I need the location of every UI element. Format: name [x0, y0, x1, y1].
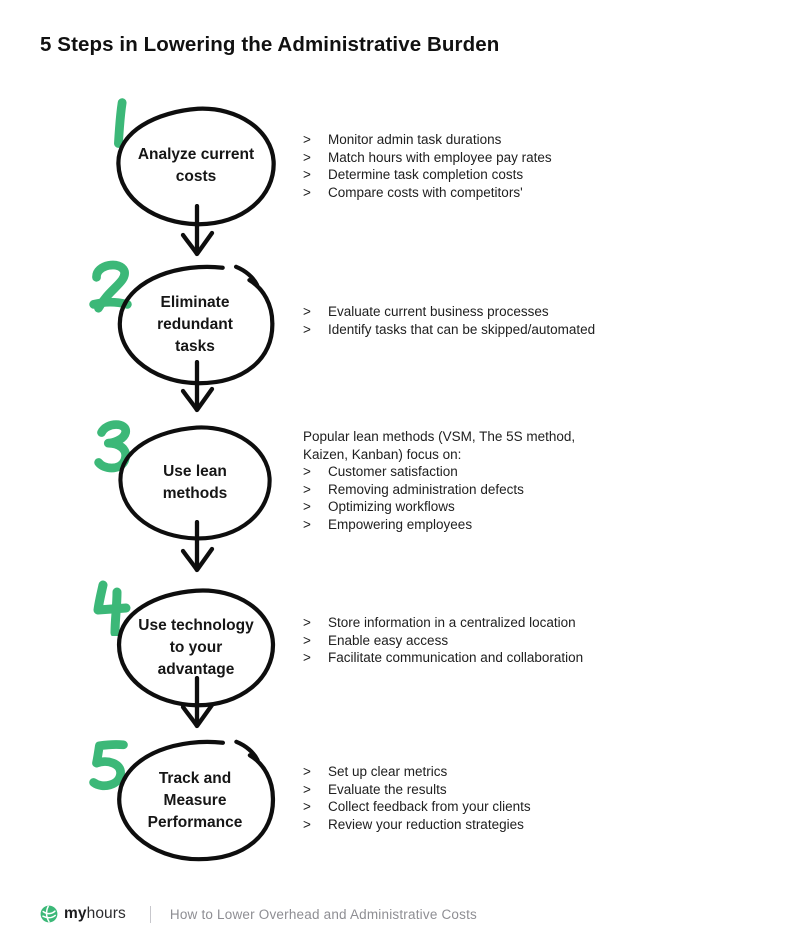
bullet-item: >Compare costs with competitors': [303, 184, 523, 200]
footer-caption: How to Lower Overhead and Administrative…: [169, 906, 477, 922]
down-arrow-icon: [174, 519, 220, 583]
page-title: 5 Steps in Lowering the Administrative B…: [40, 33, 500, 56]
down-arrow-icon: [174, 203, 220, 267]
bullet-marker: >: [303, 816, 311, 832]
down-arrow-icon: [174, 359, 220, 423]
bullet-marker: >: [303, 184, 311, 200]
step-label: Use lean methods: [162, 462, 228, 502]
bullet-item: >Collect feedback from your clients: [303, 799, 531, 814]
bullet-item: >Determine task completion costs: [303, 167, 524, 182]
step-label: Track and Measure Performance: [147, 769, 243, 831]
myhours-logo-icon: [40, 905, 58, 923]
bullet-marker: >: [303, 167, 311, 182]
step-bullets: >Evaluate current business processes >Id…: [303, 303, 663, 338]
step-bullets: >Set up clear metrics >Evaluate the resu…: [303, 763, 663, 833]
step-circle-outline: Track and Measure Performance: [110, 737, 280, 864]
bullet-item: >Identify tasks that can be skipped/auto…: [303, 321, 596, 337]
bullet-marker: >: [303, 499, 311, 514]
step-bullets: Popular lean methods (VSM, The 5S method…: [303, 428, 663, 533]
footer-divider: [149, 905, 151, 923]
bullet-item: >Optimizing workflows: [303, 499, 455, 514]
bullet-item: >Evaluate the results: [303, 781, 447, 797]
bullet-item: >Store information in a centralized loca…: [303, 615, 576, 630]
footer: myhours How to Lower Overhead and Admini…: [40, 903, 477, 925]
bullet-marker: >: [303, 304, 311, 319]
bullet-item: >Set up clear metrics: [303, 764, 448, 779]
bullet-marker: >: [303, 615, 311, 630]
bullet-item: >Empowering employees: [303, 516, 473, 532]
bullet-item: >Evaluate current business processes: [303, 304, 549, 319]
bullet-item: >Match hours with employee pay rates: [303, 149, 552, 165]
bullet-item: >Removing administration defects: [303, 481, 524, 497]
bullet-marker: >: [303, 481, 311, 497]
step-number-icon: 5: [86, 740, 132, 794]
bullet-marker: >: [303, 516, 311, 532]
bullet-item: >Enable easy access: [303, 632, 449, 648]
step-label: Analyze current costs: [137, 146, 255, 185]
bullet-marker: >: [303, 650, 311, 665]
bullet-item: >Review your reduction strategies: [303, 816, 524, 832]
step-bullets: >Store information in a centralized loca…: [303, 614, 663, 667]
bullet-item: >Facilitate communication and collaborat…: [303, 650, 584, 665]
bullet-marker: >: [303, 764, 311, 779]
down-arrow-icon: [174, 675, 220, 739]
brand-name: myhours: [64, 905, 126, 922]
bullet-marker: >: [303, 464, 311, 479]
step-intro: Popular lean methods (VSM, The 5S method…: [303, 429, 576, 462]
bullet-marker: >: [303, 781, 311, 797]
bullet-marker: >: [303, 321, 311, 337]
step-label: Use technology to your advantage: [138, 616, 254, 678]
step-bullets: >Monitor admin task durations >Match hou…: [303, 131, 663, 201]
step-number-icon: 4: [88, 580, 134, 636]
bullet-marker: >: [303, 799, 311, 814]
bullet-item: >Customer satisfaction: [303, 464, 458, 479]
bullet-marker: >: [303, 149, 311, 165]
step-label: Eliminate redundant tasks: [157, 294, 233, 355]
step-circle-outline: Eliminate redundant tasks: [110, 262, 280, 388]
step-number-icon: 1: [102, 98, 146, 150]
bullet-marker: >: [303, 632, 311, 648]
step-circle-outline: Use lean methods: [110, 421, 280, 544]
bullet-item: >Monitor admin task durations: [303, 132, 502, 147]
bullet-marker: >: [303, 132, 311, 147]
step-number-icon: 3: [92, 420, 138, 474]
step-circle-outline: Analyze current costs: [110, 102, 282, 230]
